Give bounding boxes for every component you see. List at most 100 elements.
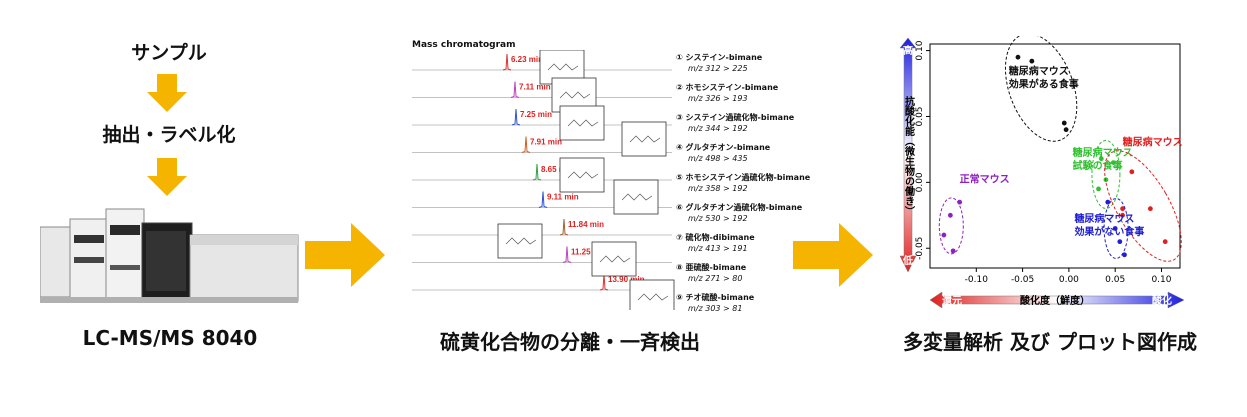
compound-name: ② ホモシステイン-bimane: [676, 83, 779, 92]
structure-image: [629, 279, 675, 310]
scatter-point: [1129, 169, 1135, 175]
compound-mz: m/z 312 > 225: [688, 64, 748, 73]
y-tick-label: 0.10: [915, 40, 925, 60]
peak-time-label: 7.91 min: [530, 138, 562, 147]
compound-name: ④ グルタチオン-bimane: [676, 143, 771, 152]
right-arrow-2: [793, 223, 873, 287]
down-arrow-2: [147, 158, 187, 196]
x-tick-label: -0.05: [1011, 275, 1034, 285]
compound-name: ⑧ 亜硫酸-bimane: [676, 263, 747, 272]
scatter-point: [1110, 160, 1116, 165]
x-tick-label: -0.10: [965, 275, 989, 285]
peak-time-label: 7.11 min: [519, 83, 551, 92]
scatter-point: [1061, 120, 1067, 126]
scatter-point: [947, 212, 953, 218]
x-axis-label: 酸化度（鮮度）: [1020, 294, 1090, 307]
compound-item: ③ システイン過硫化物-bimane m/z 344 > 192: [676, 112, 876, 142]
right-arrow-1: [305, 223, 385, 287]
x-left-label: 還元: [942, 294, 962, 307]
peak-time-label: 9.11 min: [547, 193, 579, 202]
peak-time-label: 6.23 min: [511, 55, 543, 64]
structure-sketch: [629, 135, 661, 143]
x-right-label: 酸化: [1152, 294, 1172, 307]
y-axis-label: 抗酸化能（微生物の働き）: [903, 95, 916, 216]
structure-image: [559, 157, 605, 193]
chrom-peak: [502, 53, 512, 71]
mass-chromatogram: Mass chromatogram 6.23 min 7.11 min 7.25 m…: [400, 40, 690, 310]
peak-time-label: 7.25 min: [520, 110, 552, 119]
chrom-peak: [521, 136, 531, 153]
scatter-point: [1015, 54, 1021, 60]
compound-mz: m/z 498 > 435: [688, 154, 748, 163]
compound-name: ⑦ 硫化物-dibimane: [676, 233, 755, 242]
scatter-point: [1162, 239, 1168, 245]
compound-item: ① システイン-bimane m/z 312 > 225: [676, 52, 876, 82]
compound-mz: m/z 413 > 191: [688, 244, 748, 253]
peak-time-label: 11.25 min: [571, 248, 607, 257]
x-gradient-arrow: [929, 291, 1185, 309]
compound-mz: m/z 530 > 192: [688, 214, 748, 223]
structure-sketch: [505, 237, 537, 245]
separation-caption: 硫黄化合物の分離・一斉検出: [440, 330, 700, 354]
lcms-instrument-image: [40, 208, 299, 303]
peak-time-label: 13.90 min: [608, 275, 645, 284]
group-label: 効果がある食事: [1009, 77, 1079, 90]
group-ellipse: [938, 197, 964, 255]
compound-item: ⑥ グルタチオン過硫化物-bimane m/z 530 > 192: [676, 202, 876, 232]
scatter-point: [1063, 127, 1069, 133]
structure-sketch: [621, 193, 653, 201]
group-label: 糖尿病マウス: [1073, 146, 1133, 159]
scatter-point: [1147, 206, 1153, 212]
analysis-caption: 多変量解析 及び プロット図作成: [903, 330, 1197, 354]
peak-time-label: 8.65 min: [541, 165, 573, 174]
y-tick-label: -0.05: [915, 237, 925, 260]
group-ellipse: [1103, 197, 1129, 259]
scatter-point: [1117, 239, 1123, 245]
compound-mz: m/z 271 > 80: [688, 274, 743, 283]
chromatogram-plot: 6.23 min 7.11 min 7.25 min 7.91 min 8.65 min…: [412, 50, 675, 310]
structure-image: [559, 105, 605, 141]
group-ellipse: [1091, 139, 1121, 209]
scatter-point: [1029, 58, 1035, 64]
group-label: 試験の食事: [1073, 159, 1123, 172]
structure-image: [621, 121, 667, 157]
x-tick-label: 0.00: [1059, 275, 1079, 285]
structure-sketch: [547, 63, 579, 71]
chrom-peak: [538, 191, 548, 208]
plot-frame: [929, 43, 1181, 269]
group-ellipse: [1104, 150, 1182, 262]
compound-mz: m/z 358 > 192: [688, 184, 748, 193]
scatter-point: [1120, 206, 1125, 212]
chromatogram-title: Mass chromatogram: [412, 40, 516, 50]
compound-list: ① システイン-bimane m/z 312 > 225 ② ホモシステイン-bim…: [676, 52, 876, 322]
peak-time-label: 11.84 min: [568, 220, 604, 229]
step-extract-label: 抽出・ラベル化: [102, 124, 236, 146]
structure-image: [591, 241, 637, 277]
structure-sketch: [559, 91, 591, 99]
chrom-peak: [511, 108, 521, 126]
group-label: 効果がない食事: [1074, 225, 1144, 238]
structure-image: [613, 179, 659, 215]
scatter-point: [1120, 212, 1125, 218]
compound-name: ⑥ グルタチオン過硫化物-bimane: [676, 203, 803, 212]
chrom-peak: [562, 246, 572, 263]
scatter-point: [1122, 252, 1127, 258]
scatter-point: [957, 199, 963, 205]
compound-name: ③ システイン過硫化物-bimane: [676, 113, 795, 122]
scatter-point: [950, 248, 956, 254]
structure-sketch: [567, 119, 599, 127]
x-tick-label: 0.05: [1105, 275, 1125, 285]
group-ellipse: [1004, 36, 1078, 142]
compound-name: ① システイン-bimane: [676, 53, 763, 62]
scatter-point: [1096, 186, 1101, 192]
compound-mz: m/z 344 > 192: [688, 124, 748, 133]
instrument-caption: LC-MS/MS 8040: [82, 326, 258, 350]
compound-mz: m/z 303 > 81: [688, 304, 743, 313]
structure-sketch: [567, 171, 599, 179]
scatter-point: [1098, 156, 1104, 162]
step-sample: サンプル: [131, 42, 207, 64]
x-tick-label: 0.10: [1151, 275, 1171, 285]
y-low-label: 低: [902, 254, 913, 267]
